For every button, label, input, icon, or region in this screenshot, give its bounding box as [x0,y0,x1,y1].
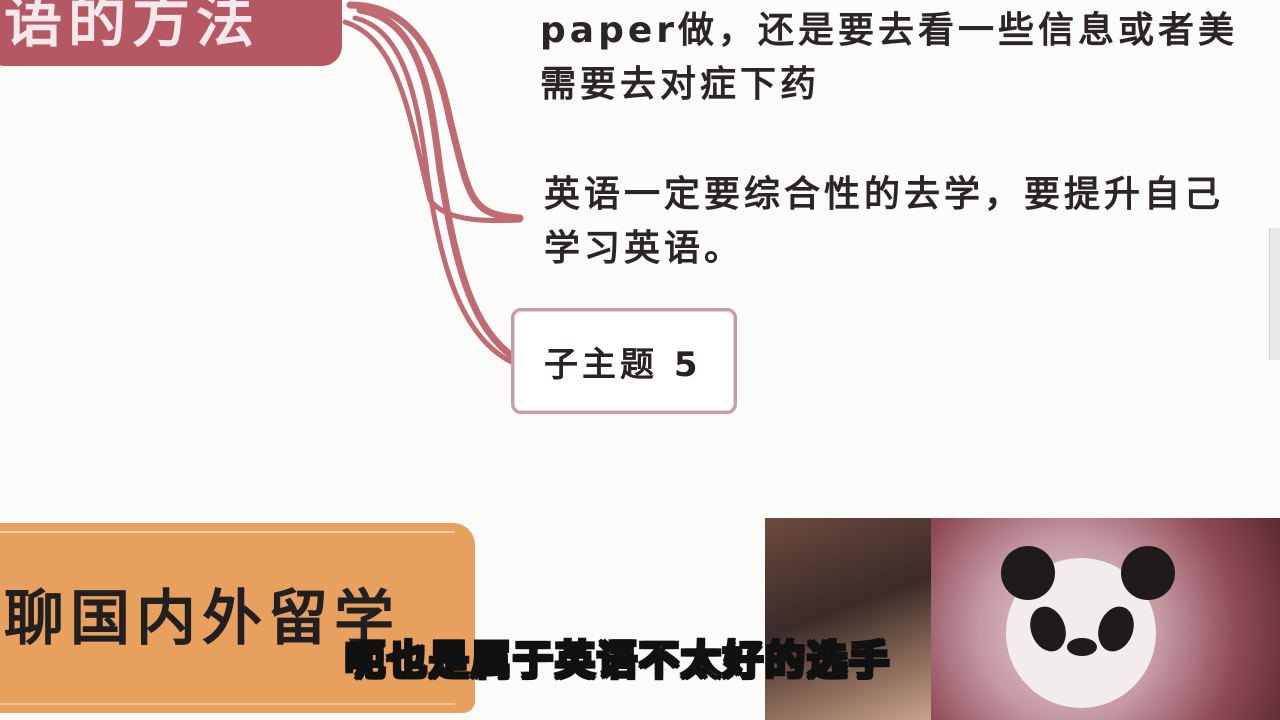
top-banner [0,0,342,66]
video-thumbnail-panda [931,518,1280,720]
branch-line-2 [356,6,522,364]
mindmap-paragraph-1: paper做，还是要去看一些信息或者美 需要去对症下药 [540,4,1238,112]
branch-line-4 [342,19,523,224]
branch-line-1 [346,1,524,222]
paragraph-1-line-2: 需要去对症下药 [540,64,821,105]
paragraph-2-line-1: 英语一定要综合性的去学，要提升自己 [544,174,1225,215]
branch-line-3 [352,15,519,367]
panda-ear-right [1121,546,1175,600]
paragraph-2-line-2: 学习英语。 [544,228,745,269]
right-edge-strip [1269,228,1280,360]
subtopic-label: 子主题 5 [544,344,702,385]
top-banner-title: 语的方法 [4,0,261,55]
mindmap-paragraph-2: 英语一定要综合性的去学，要提升自己 学习英语。 [544,168,1224,276]
section-banner [0,523,475,713]
panda-ear-left [1001,546,1055,600]
video-subtitle: 呃也是属于英语不太好的选手 [344,637,891,685]
section-title: 聊国内外留学 [4,584,400,654]
subtopic-node[interactable]: 子主题 5 [511,308,737,414]
panda-nose [1067,638,1097,656]
paragraph-1-line-1: paper做，还是要去看一些信息或者美 [540,10,1239,51]
video-thumbnail-person [765,518,931,720]
